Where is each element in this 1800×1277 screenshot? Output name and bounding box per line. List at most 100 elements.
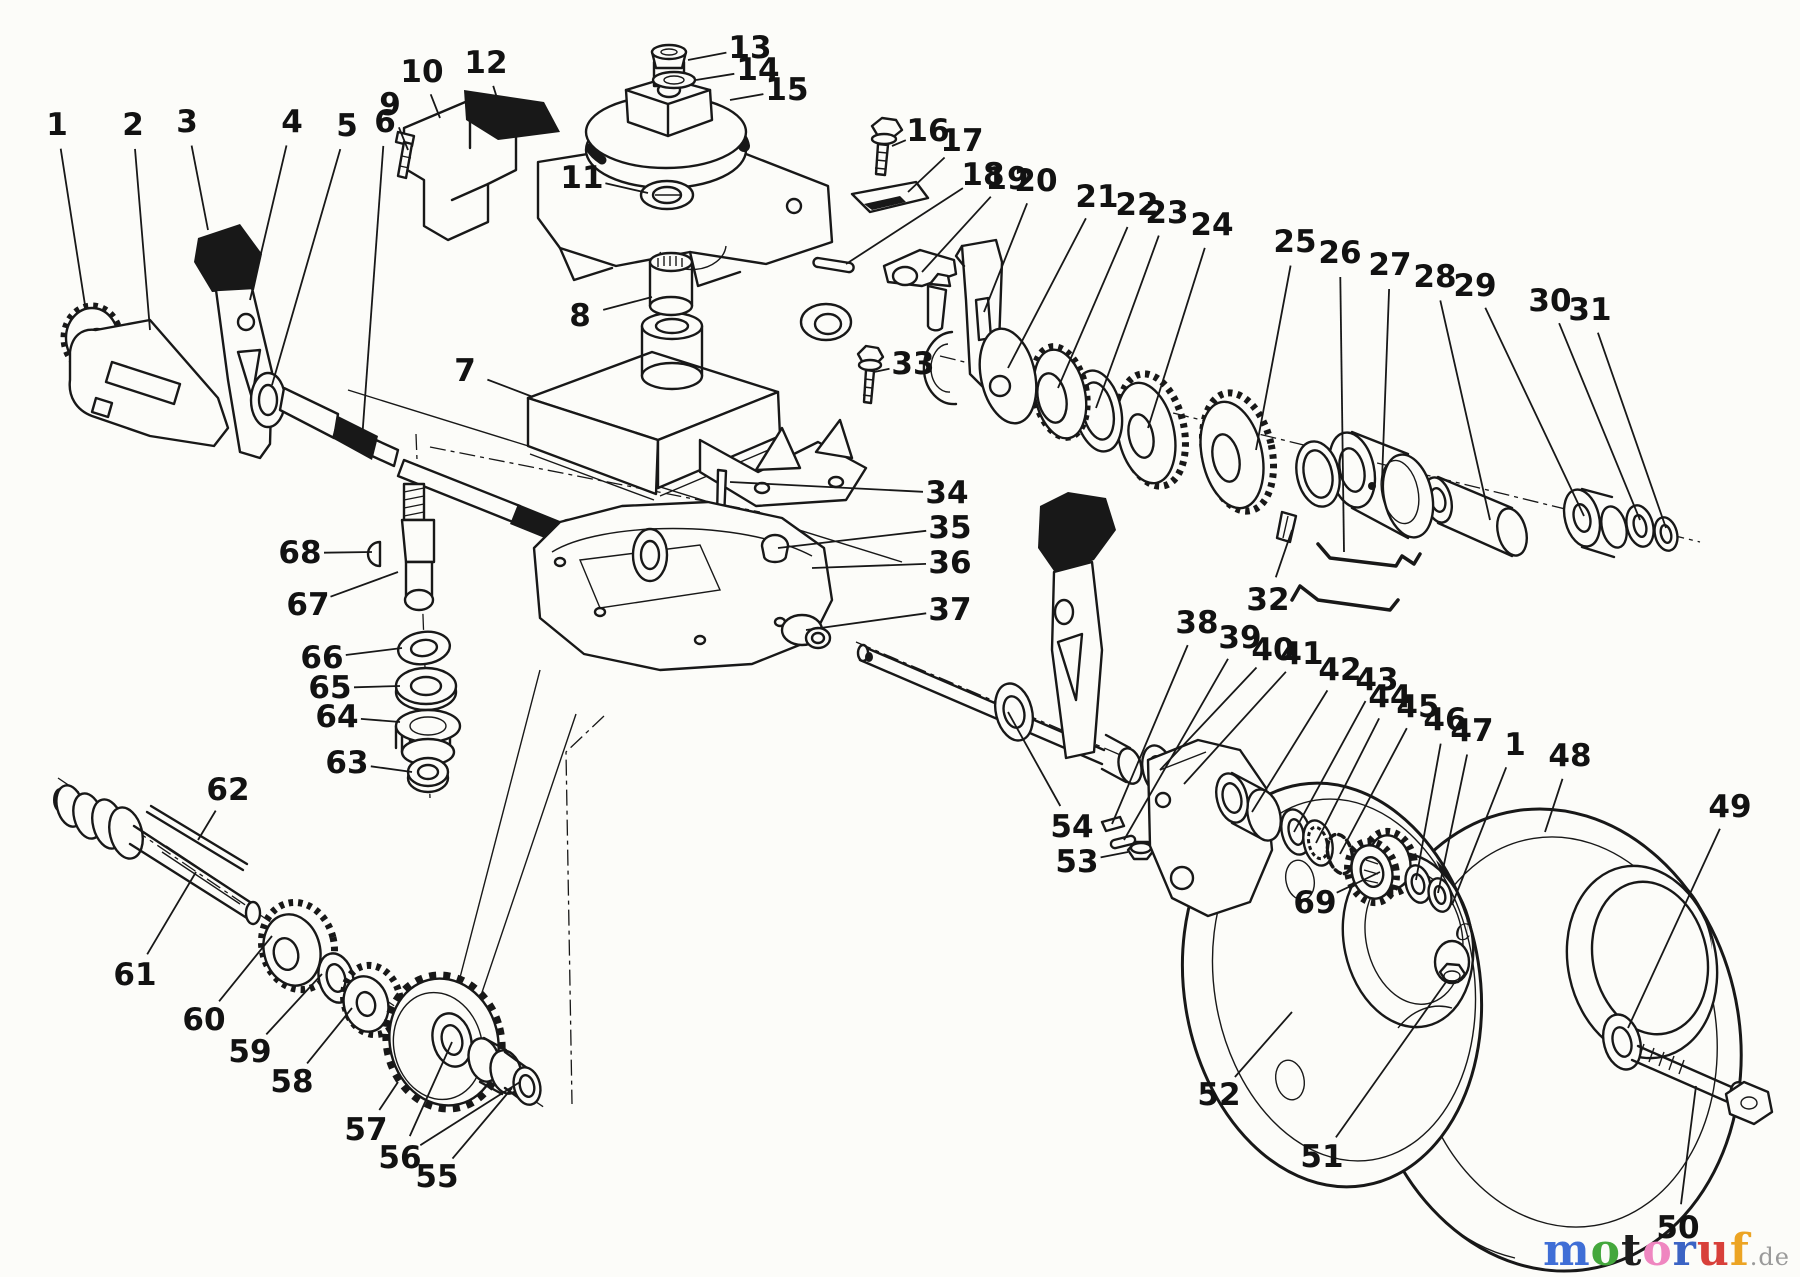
part-label-52: 52: [1197, 1077, 1240, 1113]
leader-line-12: [492, 85, 498, 99]
part-label-17: 17: [940, 123, 983, 159]
axle-assembly: [856, 643, 1143, 785]
leader-line-1: [1451, 766, 1508, 906]
part-label-32: 32: [1246, 582, 1289, 618]
watermark-letter: r: [1672, 1225, 1697, 1276]
part-label-10: 10: [400, 54, 443, 90]
vent-plug: [760, 533, 790, 564]
part-label-62: 62: [206, 772, 249, 808]
leader-line-55: [451, 1087, 513, 1160]
part-label-5: 5: [336, 108, 358, 144]
leader-line-36: [811, 563, 927, 569]
part-label-59: 59: [228, 1034, 271, 1070]
part-label-54: 54: [1050, 809, 1093, 845]
part-label-34: 34: [925, 475, 968, 511]
leader-line-2: [134, 148, 151, 331]
part-label-57: 57: [344, 1112, 387, 1148]
leader-line-30: [1558, 322, 1641, 521]
shift-lever-grip: [1038, 492, 1116, 574]
part-label-39: 39: [1218, 620, 1261, 656]
leader-line-53: [1100, 851, 1129, 859]
part-label-45: 45: [1396, 689, 1439, 725]
leader-line-13: [687, 51, 727, 61]
cable-clip: [850, 180, 930, 214]
leader-line-56: [408, 1041, 453, 1137]
leader-line-41: [1183, 671, 1287, 785]
leader-line-60: [218, 935, 273, 1002]
part-label-67: 67: [286, 587, 329, 623]
clutch-spring: [1316, 542, 1422, 568]
leader-line-29: [1484, 307, 1585, 517]
part-label-14: 14: [736, 52, 779, 88]
leader-line-67: [330, 571, 399, 598]
leader-line-28: [1439, 300, 1491, 521]
leader-line-8: [602, 296, 653, 311]
part-label-55: 55: [415, 1159, 458, 1195]
leader-line-50: [1680, 1085, 1697, 1205]
part-label-13: 13: [728, 30, 771, 66]
spindle-assembly: [366, 482, 462, 794]
leader-line-48: [1544, 778, 1564, 833]
leader-line-27: [1381, 288, 1390, 481]
part-label-3: 3: [176, 104, 198, 140]
hub-nut: [1438, 962, 1467, 984]
leader-line-42: [1251, 689, 1329, 813]
part-label-1: 1: [1504, 727, 1526, 763]
leader-line-59: [265, 973, 323, 1036]
leader-line-5: [271, 148, 342, 386]
leader-line-45: [1339, 727, 1408, 855]
leader-line-6: [361, 145, 385, 441]
part-label-38: 38: [1175, 605, 1218, 641]
leader-line-66: [345, 647, 403, 656]
part-label-29: 29: [1453, 268, 1496, 304]
part-label-28: 28: [1413, 259, 1456, 295]
brake-bar: [1290, 584, 1400, 612]
part-label-12: 12: [464, 45, 507, 81]
part-label-26: 26: [1318, 235, 1361, 271]
leader-line-61: [146, 871, 197, 955]
leader-line-3: [190, 145, 209, 231]
part-label-30: 30: [1528, 283, 1571, 319]
bevel-gear-64: [394, 708, 462, 744]
leader-line-32: [1274, 529, 1293, 578]
leader-line-23: [1095, 235, 1160, 409]
leader-line-49: [1627, 828, 1721, 1029]
watermark-letter: t: [1620, 1225, 1643, 1276]
part-label-16: 16: [906, 113, 949, 149]
leader-line-62: [197, 810, 217, 841]
leader-line-44: [1315, 717, 1380, 844]
part-label-60: 60: [182, 1002, 225, 1038]
leader-line-31: [1597, 332, 1667, 529]
part-label-65: 65: [308, 670, 351, 706]
wave-washer: [1325, 832, 1355, 876]
part-label-31: 31: [1568, 292, 1611, 328]
part-label-25: 25: [1273, 224, 1316, 260]
part-label-40: 40: [1251, 632, 1294, 668]
leader-line-26: [1339, 276, 1345, 553]
leader-line-52: [1234, 1011, 1293, 1078]
part-label-50: 50: [1656, 1210, 1699, 1246]
part-label-35: 35: [928, 510, 971, 546]
leader-line-35: [777, 529, 927, 549]
leader-line-11: [605, 182, 649, 194]
part-label-27: 27: [1368, 247, 1411, 283]
washer-plate: [978, 327, 1038, 425]
leader-line-38: [1111, 644, 1189, 825]
part-label-36: 36: [928, 545, 971, 581]
case-boss: [640, 361, 704, 391]
leader-line-34: [729, 481, 924, 493]
leader-line-56: [419, 1081, 521, 1146]
part-label-41: 41: [1280, 636, 1323, 672]
leader-line-9: [398, 126, 409, 151]
part-label-4: 4: [281, 104, 303, 140]
cast-mark: C: [1455, 921, 1472, 946]
leader-line-68: [323, 551, 373, 554]
leader-line-58: [306, 1007, 353, 1064]
part-label-37: 37: [928, 592, 971, 628]
part-label-42: 42: [1318, 652, 1361, 688]
part-label-43: 43: [1355, 662, 1398, 698]
woodruff-key: [1100, 815, 1126, 833]
belt-guide-wedge: [464, 90, 560, 140]
leader-line-25: [1255, 265, 1292, 451]
